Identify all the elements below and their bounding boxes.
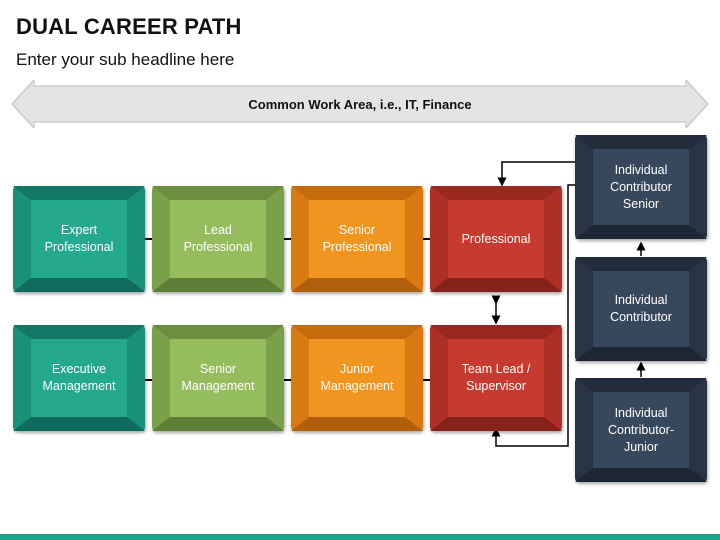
page-title: DUAL CAREER PATH [16, 14, 242, 39]
banner-label: Common Work Area, i.e., IT, Finance [248, 96, 472, 112]
box-professional: Professional [430, 186, 562, 292]
common-work-area-banner: Common Work Area, i.e., IT, Finance [11, 78, 709, 130]
ic-senior-to-professional-arrow [497, 161, 575, 187]
box-label: Team Lead /Supervisor [448, 339, 544, 417]
bottom-accent-bar [0, 534, 720, 540]
box-team-lead-supervisor: Team Lead /Supervisor [430, 325, 562, 431]
page-subtitle: Enter your sub headline here [16, 50, 235, 69]
box-label: Professional [448, 200, 544, 278]
